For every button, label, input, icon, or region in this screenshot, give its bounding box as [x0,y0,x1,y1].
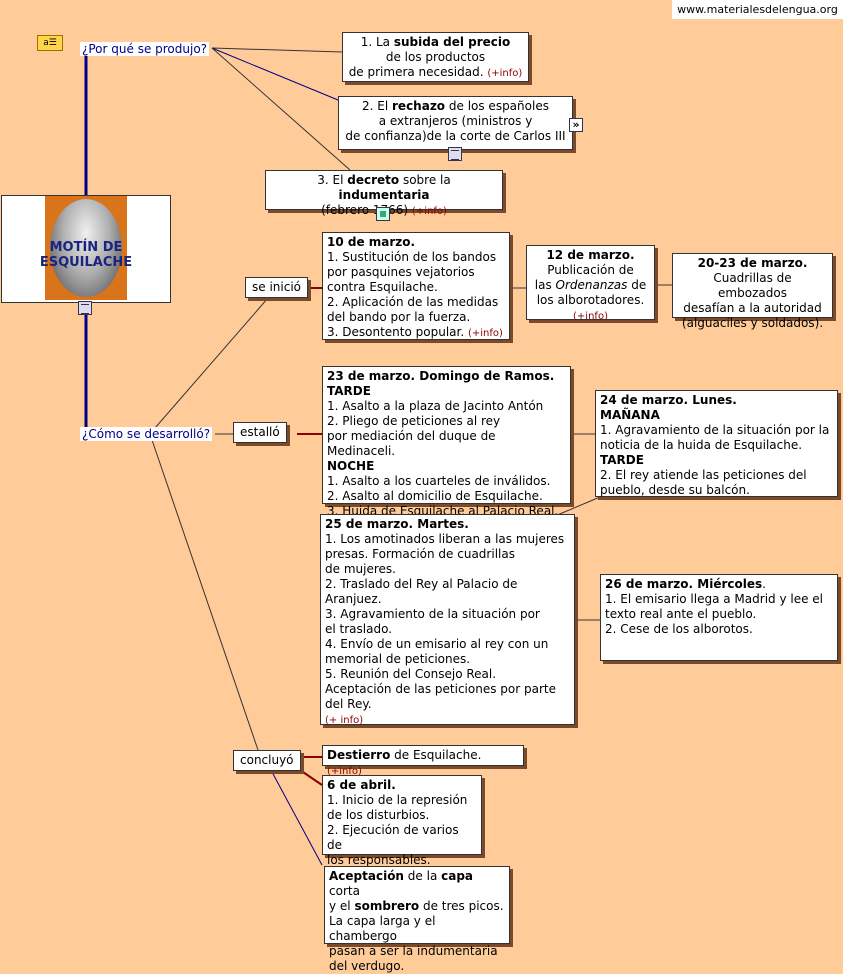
event-march-20-23: 20-23 de marzo. Cuadrillas de embozados … [672,253,833,330]
cause-1: 1. La subida del precio de los productos… [342,32,529,82]
note-icon[interactable] [78,301,92,315]
portrait-image [45,196,127,300]
end-exile: Destierro de Esquilache. (+info) [322,745,524,777]
phase-burst[interactable]: estalló [233,422,287,443]
event-march-23: 23 de marzo. Domingo de Ramos. TARDE 1. … [322,366,571,518]
more-info-link[interactable]: (+info) [411,206,447,217]
event-march-26: 26 de marzo. Miércoles. 1. El emisario l… [600,574,838,661]
connector-lines [84,47,672,866]
more-info-link[interactable]: (+info) [327,766,362,777]
event-march-10: 10 de marzo. 1. Sustitución de los bando… [322,232,510,340]
cmap-icon[interactable]: a☰ [37,35,63,51]
phase-end[interactable]: concluyó [233,750,301,771]
double-chevron-icon[interactable]: » [569,118,583,132]
image-icon[interactable] [376,207,390,221]
event-march-25: 25 de marzo. Martes. 1. Los amotinados l… [320,514,575,726]
end-dress-code: Aceptación de la capa corta y el sombrer… [324,866,510,973]
cause-2: 2. El rechazo de los españoles a extranj… [338,96,573,150]
phase-start[interactable]: se inició [245,277,308,298]
cause-3: 3. El decreto sobre la indumentaria (feb… [265,170,503,217]
more-info-link[interactable]: (+info) [573,311,608,322]
central-topic[interactable]: MOTÍN DE ESQUILACHE [1,195,171,303]
more-info-link[interactable]: (+ info) [325,715,364,726]
event-march-12: 12 de marzo. Publicación de las Ordenanz… [526,245,655,322]
question-how: ¿Cómo se desarrolló? [80,427,213,441]
note-icon[interactable] [448,147,462,161]
more-info-link[interactable]: (+info) [487,68,523,79]
more-info-link[interactable]: (+info) [467,328,503,339]
site-url[interactable]: www.materialesdelengua.org [672,0,843,19]
question-why: ¿Por qué se produjo? [80,42,210,56]
event-march-24: 24 de marzo. Lunes. MAÑANA 1. Agravamien… [595,390,838,497]
central-title: MOTÍN DE ESQUILACHE [39,240,133,270]
end-april-6: 6 de abril. 1. Inicio de la represión de… [322,775,482,867]
